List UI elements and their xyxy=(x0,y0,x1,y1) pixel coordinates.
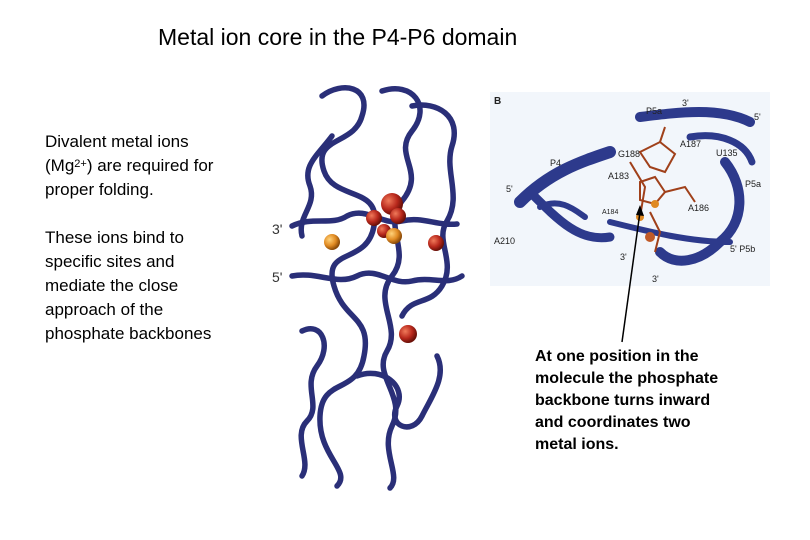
metal-ion-gold xyxy=(386,228,402,244)
ion-rest-text: ) are required for xyxy=(86,156,214,175)
para2-line: approach of the xyxy=(45,300,164,319)
five-prime-left-label: 5' xyxy=(506,184,513,194)
five-prime-right-label: 5' xyxy=(754,112,761,122)
para3-line: metal ions. xyxy=(535,436,619,453)
p4-p6-backbone-figure: 3' 5' xyxy=(262,76,484,496)
metal-ion xyxy=(428,235,444,251)
panel-label: B xyxy=(494,96,502,107)
metal-ions xyxy=(324,193,444,343)
a186-label: A186 xyxy=(688,203,710,213)
nucleotide-sticks xyxy=(629,126,696,253)
three-prime-label: 3' xyxy=(272,221,283,237)
metal-ion-requirement-text: Divalent metal ions (Mg2+) are required … xyxy=(45,130,275,202)
a187-label: A187 xyxy=(680,139,702,149)
para3-line: molecule the phosphate xyxy=(535,370,719,387)
backbone-strands xyxy=(289,85,465,491)
para2-line: phosphate backbones xyxy=(45,324,212,343)
para1-line1: Divalent metal ions xyxy=(45,132,189,151)
metal-ion xyxy=(366,210,382,226)
para1-line3: proper folding. xyxy=(45,180,154,199)
metal-ion xyxy=(645,232,655,242)
metal-ion-gold xyxy=(324,234,340,250)
metal-ion xyxy=(399,325,417,343)
metal-core-detail-figure: B P5a 3' 5' P4 G188 A187 U135 A183 P5a 5… xyxy=(490,92,770,286)
three-prime-top-label: 3' xyxy=(682,98,689,108)
metal-ion-gold xyxy=(636,213,644,221)
a210-label: A210 xyxy=(494,236,516,246)
a183-label: A183 xyxy=(608,171,630,181)
para2-line: These ions bind to xyxy=(45,228,184,247)
p4-label: P4 xyxy=(550,158,562,168)
p5a-right-label: P5a xyxy=(745,179,762,189)
para1-line2: (Mg2+) are required for xyxy=(45,154,275,178)
p5b-label: 5' P5b xyxy=(730,244,756,254)
three-prime-lower-label: 3' xyxy=(652,274,659,284)
para3-line: At one position in the xyxy=(535,348,699,365)
metal-ion-gold xyxy=(651,200,659,208)
p5a-top-label: P5a xyxy=(646,106,663,116)
five-prime-label: 5' xyxy=(272,269,283,285)
para2-line: specific sites and xyxy=(45,252,175,271)
a184-label: A184 xyxy=(602,209,619,216)
ribbon-strands xyxy=(514,107,756,266)
para2-line: mediate the close xyxy=(45,276,179,295)
u135-label: U135 xyxy=(716,148,738,158)
para3-line: backbone turns inward xyxy=(535,392,711,409)
three-prime-bottom-label: 3' xyxy=(620,252,627,262)
metal-ion xyxy=(390,208,406,224)
para3-line: and coordinates two xyxy=(535,414,691,431)
backbone-tube-svg xyxy=(289,85,465,491)
ion-open-text: (Mg xyxy=(45,156,75,175)
g188-label: G188 xyxy=(618,149,641,159)
backbone-coordination-caption: At one position in the molecule the phos… xyxy=(535,346,765,456)
slide-title: Metal ion core in the P4-P6 domain xyxy=(158,24,518,50)
ion-charge-superscript: 2+ xyxy=(74,158,87,170)
ion-binding-text: These ions bind to specific sites and me… xyxy=(45,226,285,346)
ribbon-detail-svg xyxy=(514,107,756,266)
